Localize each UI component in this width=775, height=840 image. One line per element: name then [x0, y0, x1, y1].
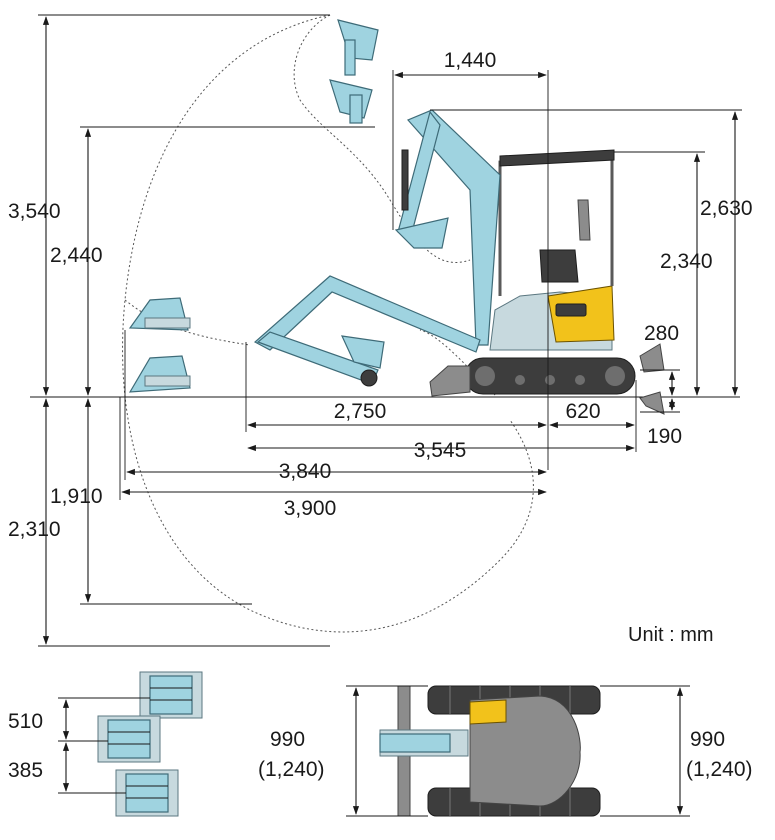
offset-bucket-middle — [97, 715, 161, 763]
label-3545: 3,545 — [414, 439, 467, 462]
dim-3900: 3,900 — [119, 397, 547, 520]
boom-extended — [253, 275, 481, 353]
working-range-envelope — [122, 14, 534, 633]
bucket-positions-left — [128, 297, 191, 393]
label-3540: 3,540 — [8, 200, 61, 223]
label-1440: 1,440 — [444, 49, 497, 72]
label-280: 280 — [644, 322, 679, 345]
label-620: 620 — [565, 400, 600, 423]
dim-width-left: 990 (1,240) — [258, 685, 428, 817]
side-blade — [429, 365, 471, 397]
label-width-right-main: 990 — [690, 728, 725, 751]
label-2750: 2,750 — [334, 400, 387, 423]
dim-blade: 280 190 — [640, 322, 682, 448]
label-190: 190 — [647, 425, 682, 448]
label-3840: 3,840 — [279, 460, 332, 483]
dim-width-right: 990 (1,240) — [600, 685, 753, 817]
dim-1910: 1,910 — [50, 398, 252, 605]
label-510: 510 — [8, 710, 43, 733]
top-boom — [379, 733, 451, 753]
top-engine-cover — [469, 699, 507, 725]
dim-3540: 3,540 — [8, 14, 330, 396]
dim-2340: 2,340 — [614, 151, 713, 396]
arm-extended — [256, 331, 379, 385]
blade-positions — [639, 343, 665, 415]
top-upper-body — [469, 695, 581, 807]
boom-offset-view: 510 385 — [8, 671, 203, 817]
label-1910: 1,910 — [50, 485, 103, 508]
offset-bucket-bottom — [115, 769, 179, 817]
bucket-extended — [340, 335, 385, 369]
excavator-top-view — [379, 685, 601, 817]
bucket-upright — [394, 217, 449, 249]
dim-3840: 3,840 — [124, 330, 547, 483]
dim-2750-620: 2,750 620 — [245, 342, 637, 452]
label-width-left-alt: (1,240) — [258, 758, 325, 781]
label-2310: 2,310 — [8, 518, 61, 541]
label-385: 385 — [8, 759, 43, 782]
label-width-right-alt: (1,240) — [686, 758, 753, 781]
label-width-left-main: 990 — [270, 728, 305, 751]
dim-3545: 3,545 — [247, 439, 635, 462]
dim-1440: 1,440 — [392, 49, 549, 470]
bucket-positions-top — [329, 19, 379, 124]
dim-2440: 2,440 — [50, 126, 375, 396]
unit-label: Unit : mm — [628, 624, 714, 646]
offset-bucket-top — [139, 671, 203, 719]
label-2630: 2,630 — [700, 197, 753, 220]
label-2340: 2,340 — [660, 250, 713, 273]
label-2440: 2,440 — [50, 244, 103, 267]
dim-2310: 2,310 — [8, 398, 330, 647]
dim-2630: 2,630 — [430, 109, 753, 396]
label-3900: 3,900 — [284, 497, 337, 520]
excavator-side-view — [253, 109, 636, 397]
